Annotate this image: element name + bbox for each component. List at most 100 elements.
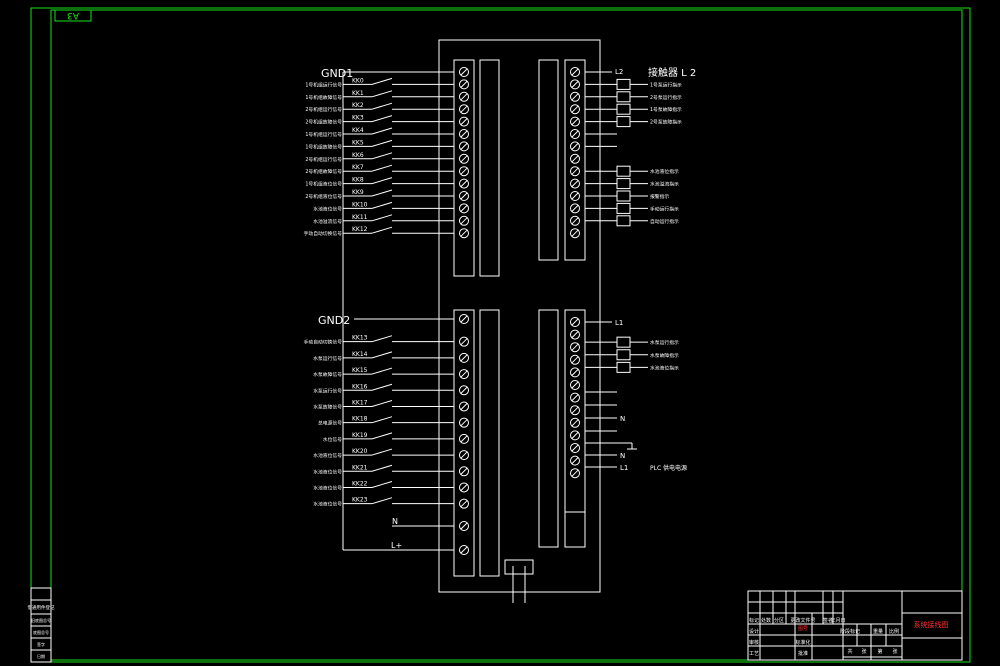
tb-sheet-label: 张 xyxy=(892,648,897,655)
tb-sheet-label: 张 xyxy=(861,648,866,655)
bottom-n-label: N xyxy=(392,517,398,526)
tb-stage-label: 阶段标记 xyxy=(840,628,860,635)
terminal-slot xyxy=(460,118,468,125)
terminal-slot xyxy=(460,386,468,394)
drawing-title: 系统接线图 xyxy=(914,620,949,629)
bottom-right-n-label: N xyxy=(620,415,625,423)
terminal-slot xyxy=(571,381,579,389)
terminal-slot xyxy=(460,338,468,346)
relay-coil xyxy=(616,349,631,361)
terminal-screw xyxy=(459,545,469,555)
terminal-slot xyxy=(571,68,579,76)
switch-contact xyxy=(371,335,393,343)
terminal-slot xyxy=(571,457,579,464)
terminal-slot xyxy=(571,93,579,101)
input-kk-label: KK8 xyxy=(352,177,364,184)
terminal-screw xyxy=(570,166,580,177)
terminal-slot xyxy=(571,419,579,427)
side-stamp-title: 借通用件登记 xyxy=(28,604,55,611)
terminal-screw xyxy=(570,405,580,416)
relay-coil xyxy=(616,116,631,128)
relay-coil xyxy=(616,91,631,103)
terminal-slot xyxy=(571,130,579,138)
terminal-strip-bottom-right xyxy=(564,309,586,548)
terminal-slot xyxy=(571,217,579,225)
terminal-strip-top-left xyxy=(453,59,475,277)
terminal-screw xyxy=(570,468,580,479)
input-description: 水池液位信号 xyxy=(313,468,342,475)
terminal-screw xyxy=(570,215,580,226)
input-kk-label: KK11 xyxy=(352,214,368,221)
terminal-slot xyxy=(571,318,579,326)
terminal-slot xyxy=(571,81,579,88)
terminal-screw xyxy=(570,317,580,327)
tb-row-label: 设计 xyxy=(749,628,759,635)
outer-frame xyxy=(30,7,971,663)
input-description: 水池液位信号 xyxy=(313,501,342,508)
input-kk-label: KK14 xyxy=(352,351,368,358)
tb-row-label: 审核 xyxy=(749,639,759,646)
plc-label: PLC 供电电源 xyxy=(650,464,687,472)
output-description: 水泵运行指示 xyxy=(650,339,679,346)
tb-row-label: 工艺 xyxy=(749,651,759,657)
terminal-slot xyxy=(571,205,579,212)
terminal-screw xyxy=(459,401,469,412)
terminal-screw xyxy=(570,67,580,77)
terminal-screw xyxy=(570,141,580,152)
terminal-screw xyxy=(570,367,580,378)
terminal-screw xyxy=(570,91,580,102)
output-description: 2号泵运行指示 xyxy=(650,94,682,101)
terminal-slot xyxy=(460,81,468,88)
terminal-slot xyxy=(460,105,468,113)
tb-header-label: 签名 xyxy=(823,617,833,624)
terminal-slot xyxy=(571,192,579,200)
terminal-slot xyxy=(460,419,468,427)
terminal-slot xyxy=(460,167,468,175)
switch-contact xyxy=(371,189,393,197)
terminal-screw xyxy=(459,352,469,363)
input-kk-label: KK21 xyxy=(352,464,368,471)
side-stamp-cell: 日期 xyxy=(37,653,45,659)
switch-contact xyxy=(371,351,393,359)
tb-sheet-label: 第 xyxy=(877,648,882,655)
switch-contact xyxy=(371,367,393,375)
input-description: 总电源信号 xyxy=(318,420,342,427)
terminal-slot xyxy=(460,205,468,212)
terminal-screw xyxy=(459,141,469,152)
terminal-screw xyxy=(459,433,469,444)
terminal-screw xyxy=(459,498,469,509)
terminal-screw xyxy=(459,116,469,127)
output-description: 水池液位指示 xyxy=(650,364,679,371)
input-kk-label: KK1 xyxy=(352,90,364,97)
side-stamp-cell: 签字 xyxy=(37,641,45,647)
switch-contact xyxy=(371,115,393,123)
terminal-slot xyxy=(460,315,468,323)
relay-coil xyxy=(616,336,631,348)
switch-contact xyxy=(371,448,393,456)
terminal-slot xyxy=(571,369,579,376)
sheet-size-label: A3 xyxy=(67,10,79,20)
terminal-screw xyxy=(459,79,469,90)
relay-coil xyxy=(616,202,631,214)
gnd1-label: GND1 xyxy=(321,67,353,80)
input-kk-label: KK10 xyxy=(352,201,368,208)
terminal-screw xyxy=(459,129,469,139)
switch-contact xyxy=(371,432,393,440)
output-description: 水泵故障指示 xyxy=(650,352,679,359)
side-stamp-cell: 旧底图总号 xyxy=(31,617,51,623)
terminal-screw xyxy=(459,153,469,164)
terminal-slot xyxy=(460,229,468,237)
tb-header-label: 年月日 xyxy=(830,617,845,624)
input-description: 手动自动切换信号 xyxy=(304,230,343,237)
input-kk-label: KK0 xyxy=(352,77,364,84)
terminal-screw xyxy=(459,203,469,214)
top-right-l2-label: L2 xyxy=(615,68,623,76)
switch-contact xyxy=(371,139,393,147)
side-stamp-frame xyxy=(30,587,52,663)
side-stamp-cell: 底图总号 xyxy=(33,629,49,635)
relay-coil xyxy=(616,165,631,177)
terminal-screw xyxy=(459,336,469,347)
input-description: 水位信号 xyxy=(323,436,342,443)
terminal-slot xyxy=(571,343,579,351)
terminal-screw xyxy=(570,417,580,428)
